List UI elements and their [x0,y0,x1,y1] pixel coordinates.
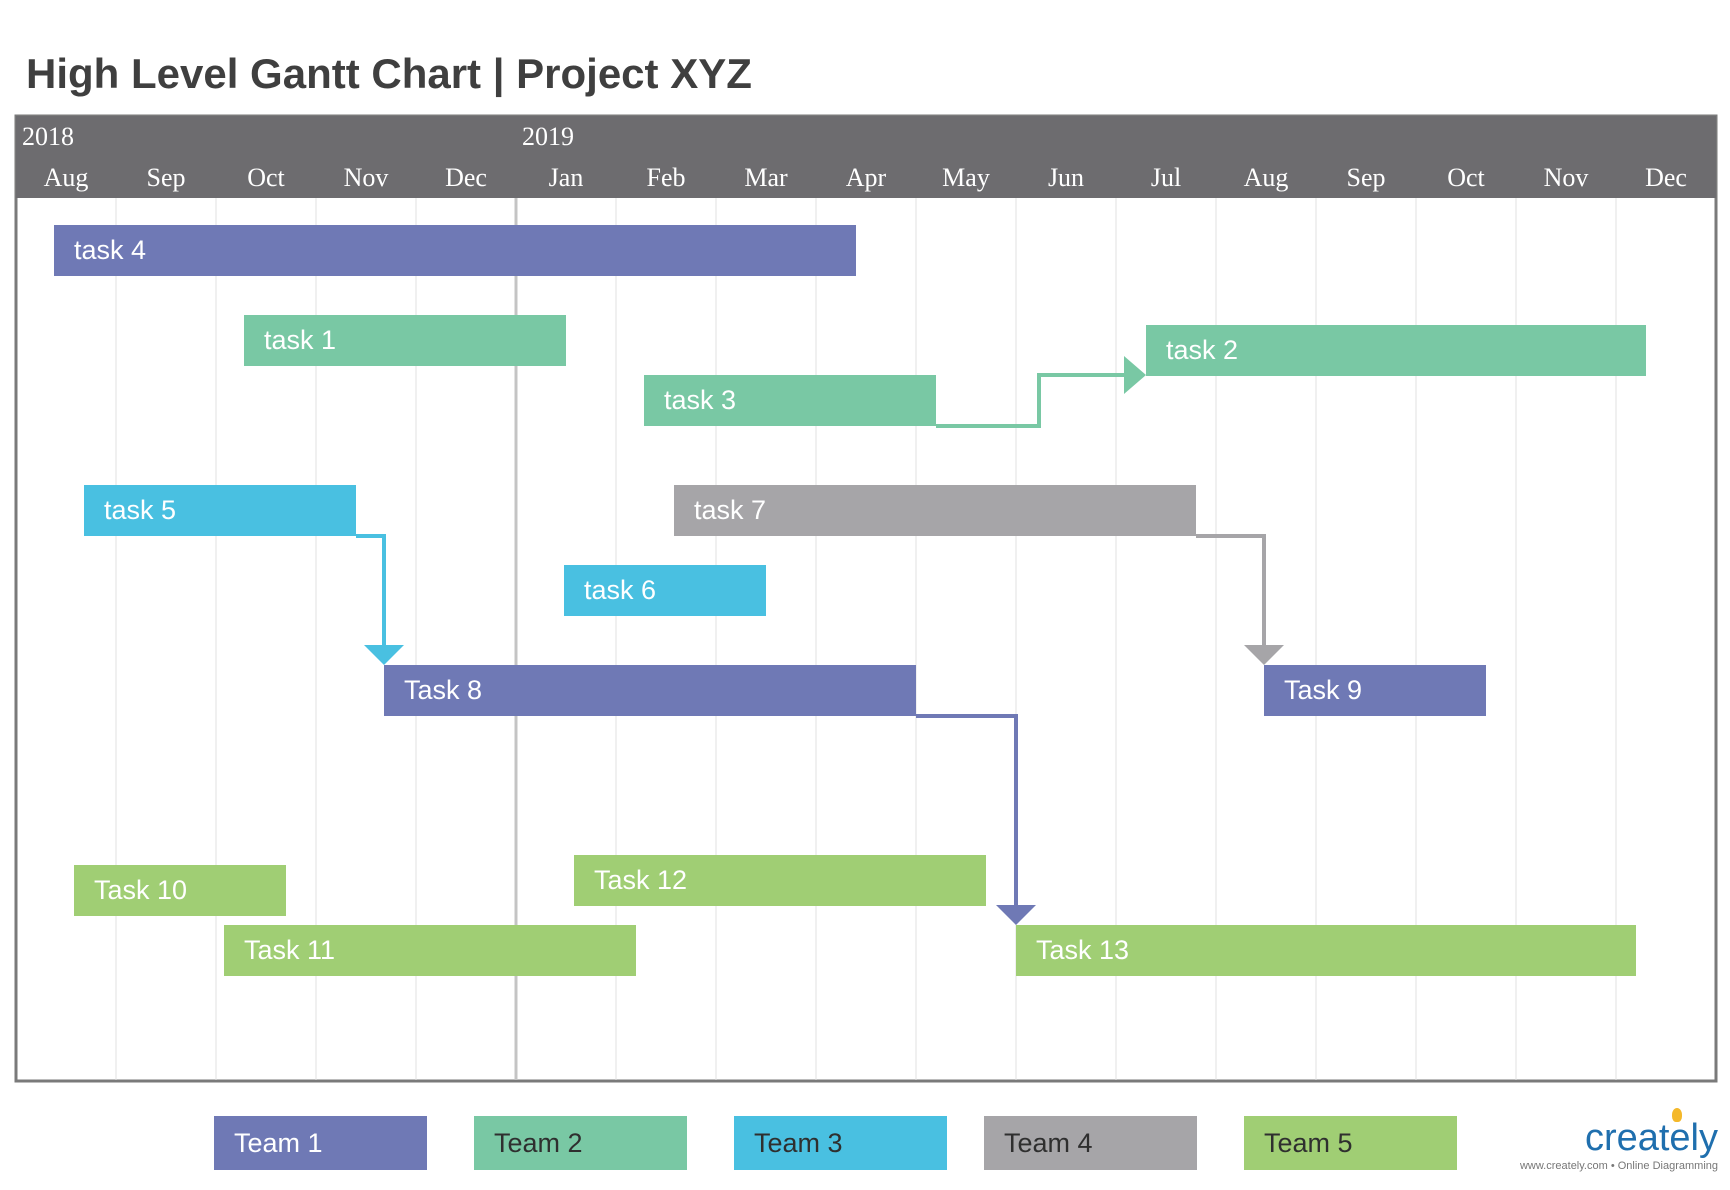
legend-label: Team 5 [1264,1127,1353,1158]
legend-item: Team 4 [984,1116,1197,1170]
chart-frame [14,114,1718,1083]
month-label: Dec [445,163,487,192]
month-label: Oct [1447,163,1485,192]
task-label: Task 9 [1284,675,1362,705]
month-label: Jan [549,163,584,192]
task-label: task 5 [104,495,176,525]
chart-title: High Level Gantt Chart | Project XYZ [26,50,752,98]
dependency-arrowhead [1244,645,1284,665]
legend-item: Team 2 [474,1116,687,1170]
month-label: Aug [44,163,89,192]
month-label: Sep [1347,163,1386,192]
month-label: Sep [147,163,186,192]
month-label: May [942,163,990,192]
task-label: Task 8 [404,675,482,705]
month-label: Oct [247,163,285,192]
dependency-line [356,534,386,645]
task-bar [574,855,986,906]
task-bars: task 4 task 1 task 2 task 3 task 5 task 7 task… [54,225,1646,976]
task-label: Task 12 [594,865,687,895]
task-bar [674,485,1196,536]
dependency-arrowhead [1124,356,1146,394]
month-label: Nov [344,163,389,192]
dependency-line [1196,534,1266,645]
task-bar [1016,925,1636,976]
legend-item: Team 3 [734,1116,947,1170]
task-label: task 2 [1166,335,1238,365]
brand-logo: creately www.creately.com • Online Diagr… [1519,1108,1718,1172]
task-bar [644,375,936,426]
legend-item: Team 5 [1244,1116,1457,1170]
task-label: task 4 [74,235,146,265]
month-label: Mar [744,163,788,192]
legend-label: Team 1 [234,1127,323,1158]
month-label: Nov [1544,163,1589,192]
dependency-arrows [356,356,1284,925]
task-label: Task 11 [244,935,335,965]
task-bar [1146,325,1646,376]
legend-item: Team 1 [214,1116,427,1170]
task-label: task 3 [664,385,736,415]
brand-name: creately [1584,1117,1718,1159]
legend-label: Team 2 [494,1127,583,1158]
bulb-icon [1672,1108,1682,1122]
task-bar [224,925,636,976]
task-label: Task 10 [94,875,187,905]
brand-tagline: www.creately.com • Online Diagramming [1519,1160,1718,1172]
month-label: Feb [647,163,686,192]
task-label: task 6 [584,575,656,605]
legend-label: Team 4 [1004,1127,1093,1158]
month-label: Dec [1645,163,1687,192]
task-bar [384,665,916,716]
task-bar [54,225,856,276]
task-label: Task 13 [1036,935,1129,965]
year-label: 2018 [22,122,74,151]
task-bar [84,485,356,536]
task-bar [564,565,766,616]
timeline-header [16,116,1716,198]
month-label: Jul [1151,163,1181,192]
month-label: Apr [846,163,887,192]
task-label: task 7 [694,495,766,525]
month-label: Aug [1244,163,1289,192]
task-bar [1264,665,1486,716]
dependency-line [916,714,1018,905]
month-label: Jun [1048,163,1084,192]
legend-label: Team 3 [754,1127,843,1158]
task-label: task 1 [264,325,336,355]
dependency-arrowhead [364,645,404,665]
year-label: 2019 [522,122,574,151]
task-bar [74,865,286,916]
task-bar [244,315,566,366]
dependency-line [936,373,1126,428]
dependency-arrowhead [996,905,1036,925]
